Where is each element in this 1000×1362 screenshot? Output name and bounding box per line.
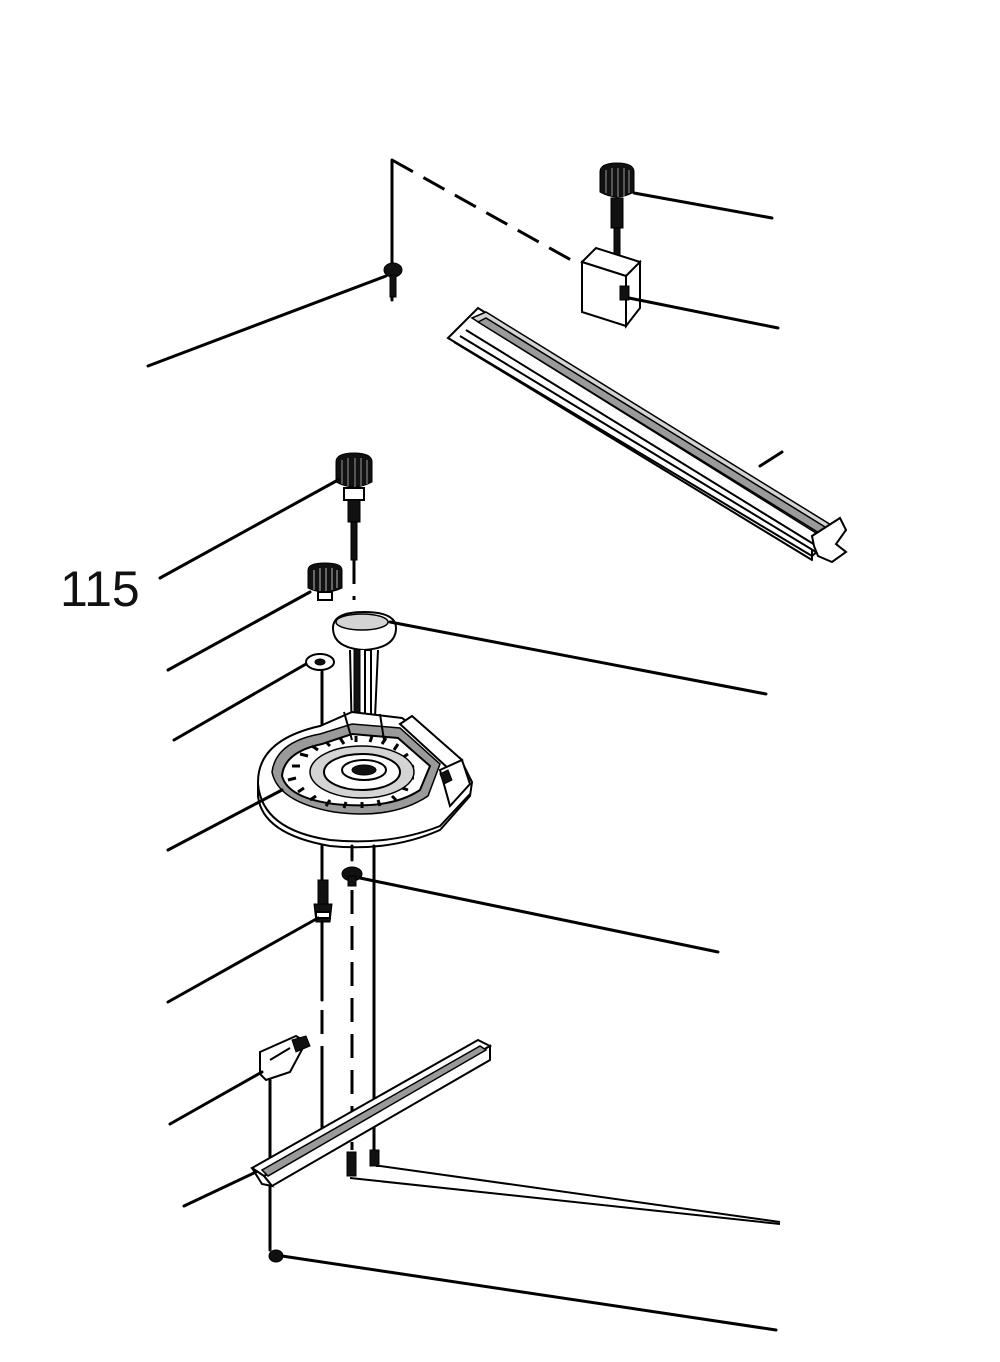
handle-knob <box>331 610 398 741</box>
fence-assembly <box>146 158 848 564</box>
leader-line <box>376 1165 781 1223</box>
callout-label: 115 <box>60 561 140 617</box>
leader-line <box>349 1177 781 1225</box>
hex-nut <box>341 866 363 887</box>
knob-small <box>307 562 343 601</box>
stop-plate <box>259 1034 311 1082</box>
leader-line <box>158 478 340 580</box>
miter-gauge-assembly: 115 <box>60 452 781 1332</box>
fence-rail <box>446 306 848 564</box>
leader-line <box>182 1170 258 1208</box>
stop-bolt <box>313 879 333 923</box>
leader-line <box>166 788 284 852</box>
leader-line <box>166 590 312 672</box>
leader-line <box>758 450 784 468</box>
alignment-dashed-line <box>391 158 581 267</box>
leader-line <box>632 191 774 220</box>
leader-line <box>172 662 308 742</box>
leader-line <box>168 1070 264 1126</box>
shaft-ends <box>346 1149 380 1177</box>
clamp-block <box>580 246 642 329</box>
leader-line <box>166 916 320 1004</box>
leader-line <box>146 274 388 368</box>
leader-line <box>388 620 768 696</box>
lock-knob-top <box>599 162 635 259</box>
leader-line <box>280 1254 778 1332</box>
leader-line <box>358 876 720 954</box>
washer <box>305 653 335 671</box>
miter-bar <box>250 1038 493 1188</box>
small-nut <box>383 262 403 298</box>
leader-line <box>627 296 780 330</box>
knob-upper <box>335 452 373 561</box>
miter-gauge-body <box>257 710 474 849</box>
